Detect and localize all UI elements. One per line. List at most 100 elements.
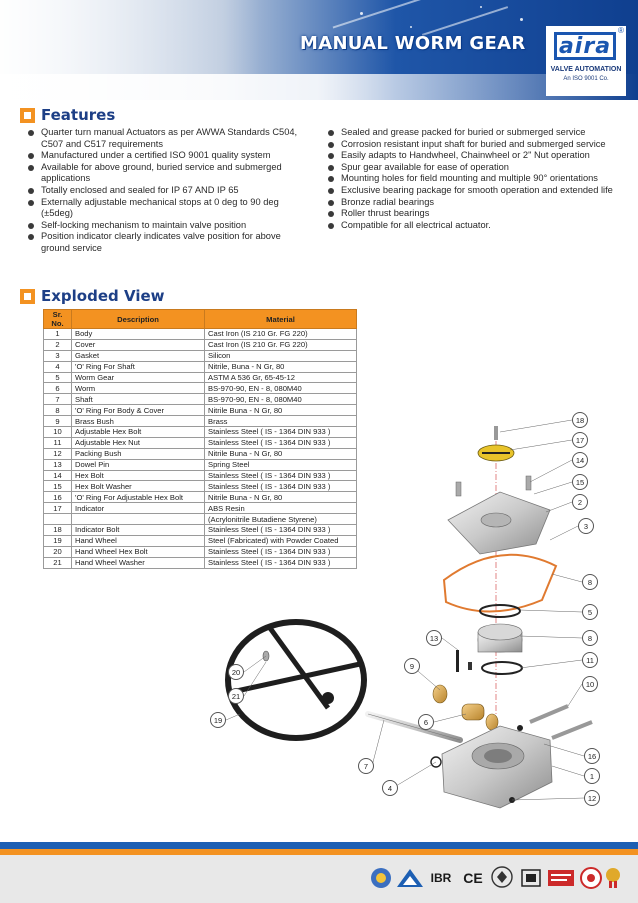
- parts-table-header: Sr. No. Description Material: [43, 309, 357, 329]
- serial-number-cell: 6: [43, 382, 72, 395]
- section-square-icon: [20, 288, 35, 304]
- part-callout: 7: [358, 758, 374, 774]
- description-cell: Hand Wheel Washer: [71, 556, 205, 569]
- quality-seal-graphic: [580, 867, 602, 889]
- serial-number-cell: 5: [43, 371, 72, 384]
- indicator-bolt: [494, 426, 498, 440]
- ce-mark: CE: [463, 870, 483, 886]
- column-header: Material: [204, 309, 357, 329]
- badge-graphic: [548, 870, 574, 886]
- description-cell: Dowel Pin: [71, 458, 205, 471]
- features-list-right: Sealed and grease packed for buried or s…: [326, 127, 620, 231]
- shaft-outline: [367, 713, 461, 741]
- description-cell: Packing Bush: [71, 447, 205, 460]
- logo-registered-mark: ®: [618, 26, 624, 35]
- material-cell: Stainless Steel ( IS - 1364 DIN 933 ): [204, 524, 357, 536]
- description-cell: Worm: [71, 382, 205, 395]
- cimfr-logo-icon: [488, 865, 516, 891]
- material-cell: ABS Resin: [204, 502, 357, 515]
- feature-item: Position indicator clearly indicates val…: [26, 231, 308, 254]
- features-heading: Features: [20, 106, 115, 124]
- description-cell: Indicator: [71, 502, 205, 515]
- ul-graphic: [521, 869, 541, 887]
- feature-item: Mounting holes for field mounting and mu…: [326, 173, 620, 185]
- logo-mark: aira: [554, 32, 616, 60]
- hand-wheel-spoke: [267, 626, 331, 710]
- material-cell: Stainless Steel ( IS - 1364 DIN 933 ): [204, 545, 357, 558]
- serial-number-cell: 19: [43, 534, 72, 547]
- description-cell: Cover: [71, 338, 205, 351]
- feature-item: Corrosion resistant input shaft for buri…: [326, 139, 620, 151]
- packing-bush: [468, 662, 472, 670]
- serial-number-cell: 10: [43, 426, 72, 438]
- award-graphic: [606, 868, 620, 888]
- part-callout: 11: [582, 652, 598, 668]
- quality-seal-icon: [580, 865, 602, 891]
- body-bore-inner: [484, 749, 512, 763]
- part-callout: 15: [572, 474, 588, 490]
- exploded-drawing: [225, 419, 593, 809]
- serial-number-cell: 12: [43, 447, 72, 460]
- part-callout: 18: [572, 412, 588, 428]
- description-cell: Gasket: [71, 349, 205, 362]
- part-callout: 1: [584, 768, 600, 784]
- serial-number-cell: 16: [43, 491, 72, 504]
- description-cell: Hex Bolt Washer: [71, 480, 205, 493]
- part-callout: 3: [578, 518, 594, 534]
- gasket: [442, 553, 558, 613]
- column-header: Sr. No.: [43, 309, 72, 329]
- column-header: Description: [71, 309, 205, 329]
- serial-number-cell: 13: [43, 458, 72, 471]
- serial-number-cell: 9: [43, 415, 72, 428]
- description-cell: 'O' Ring For Body & Cover: [71, 404, 205, 417]
- description-cell: Hand Wheel Hex Bolt: [71, 545, 205, 558]
- header-band: [0, 74, 638, 100]
- certification-badge-icon: [548, 865, 574, 891]
- page-footer: IBR CE: [0, 855, 638, 903]
- description-cell: Shaft: [71, 393, 205, 406]
- hex-bolt: [525, 475, 532, 491]
- material-cell: BS-970-90, EN - 8, 080M40: [204, 382, 357, 395]
- part-callout: 12: [584, 790, 600, 806]
- feature-item: Totally enclosed and sealed for IP 67 AN…: [26, 185, 308, 197]
- cover-hub: [480, 512, 512, 528]
- part-callout: 6: [418, 714, 434, 730]
- serial-number-cell: 4: [43, 360, 72, 373]
- feature-item: Easily adapts to Handwheel, Chainwheel o…: [326, 150, 620, 162]
- material-cell: Nitrile, Buna - N Gr, 80: [204, 360, 357, 373]
- dowel-pin: [456, 650, 459, 672]
- part-callout: 16: [584, 748, 600, 764]
- description-cell: Hex Bolt: [71, 469, 205, 482]
- feature-item: Quarter turn manual Actuators as per AWW…: [26, 127, 308, 150]
- feature-item: Sealed and grease packed for buried or s…: [326, 127, 620, 139]
- part-callout: 8: [582, 630, 598, 646]
- logo-text: aira: [558, 33, 612, 59]
- description-cell: [71, 513, 205, 526]
- worm: [461, 703, 485, 721]
- description-cell: 'O' Ring For Shaft: [71, 360, 205, 373]
- description-cell: Hand Wheel: [71, 534, 205, 547]
- header-light-streak: [332, 0, 448, 29]
- page-title: MANUAL WORM GEAR: [300, 33, 526, 54]
- ul-icon: [520, 865, 542, 891]
- exploded-view-title: Exploded View: [41, 287, 165, 305]
- serial-number-cell: 15: [43, 480, 72, 493]
- footer-stripe-blue: [0, 842, 638, 849]
- features-list-left: Quarter turn manual Actuators as per AWW…: [26, 127, 308, 255]
- feature-item: Compatible for all electrical actuator.: [326, 220, 620, 232]
- exploded-view-heading: Exploded View: [20, 287, 165, 305]
- header-sparkle: [480, 6, 482, 8]
- material-cell: Silicon: [204, 349, 357, 362]
- logo-subtitle: VALVE AUTOMATION: [550, 66, 622, 73]
- serial-number-cell: 2: [43, 338, 72, 351]
- section-square-icon: [20, 107, 35, 123]
- feature-item: Manufactured under a certified ISO 9001 …: [26, 150, 308, 162]
- serial-number-cell: 8: [43, 404, 72, 417]
- feature-item: Exclusive bearing package for smooth ope…: [326, 185, 620, 197]
- material-cell: Cast Iron (IS 210 Gr. FG 220): [204, 338, 357, 351]
- logo-tagline: An ISO 9001 Co.: [563, 76, 609, 82]
